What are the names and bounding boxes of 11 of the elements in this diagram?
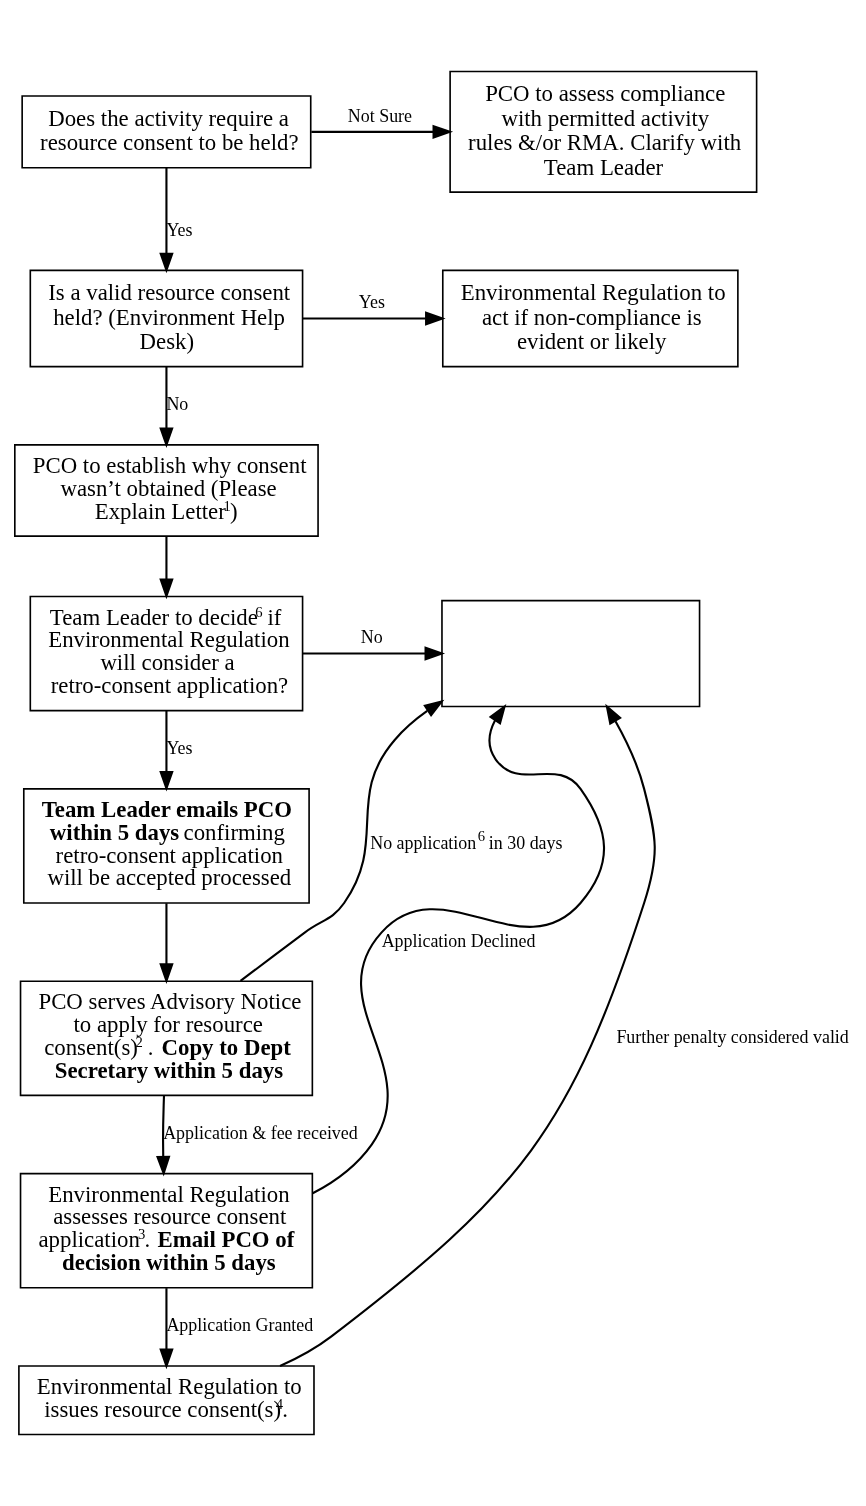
edge-label: Yes — [358, 292, 385, 313]
edge-label: Yes — [166, 219, 193, 240]
edge-label: Yes — [166, 738, 193, 759]
edge-label: Not Sure — [347, 105, 413, 126]
edge-label: Application Granted — [166, 1315, 314, 1336]
edge-label: No — [166, 394, 189, 415]
edge-label: Application & fee received — [163, 1123, 358, 1144]
edge-label: Further penalty considered valid — [616, 1026, 849, 1047]
edge-label: No — [360, 627, 383, 648]
edge-label: Application Declined — [381, 930, 536, 951]
edge-label: No application$^{6}$ in 30 days — [370, 827, 563, 853]
